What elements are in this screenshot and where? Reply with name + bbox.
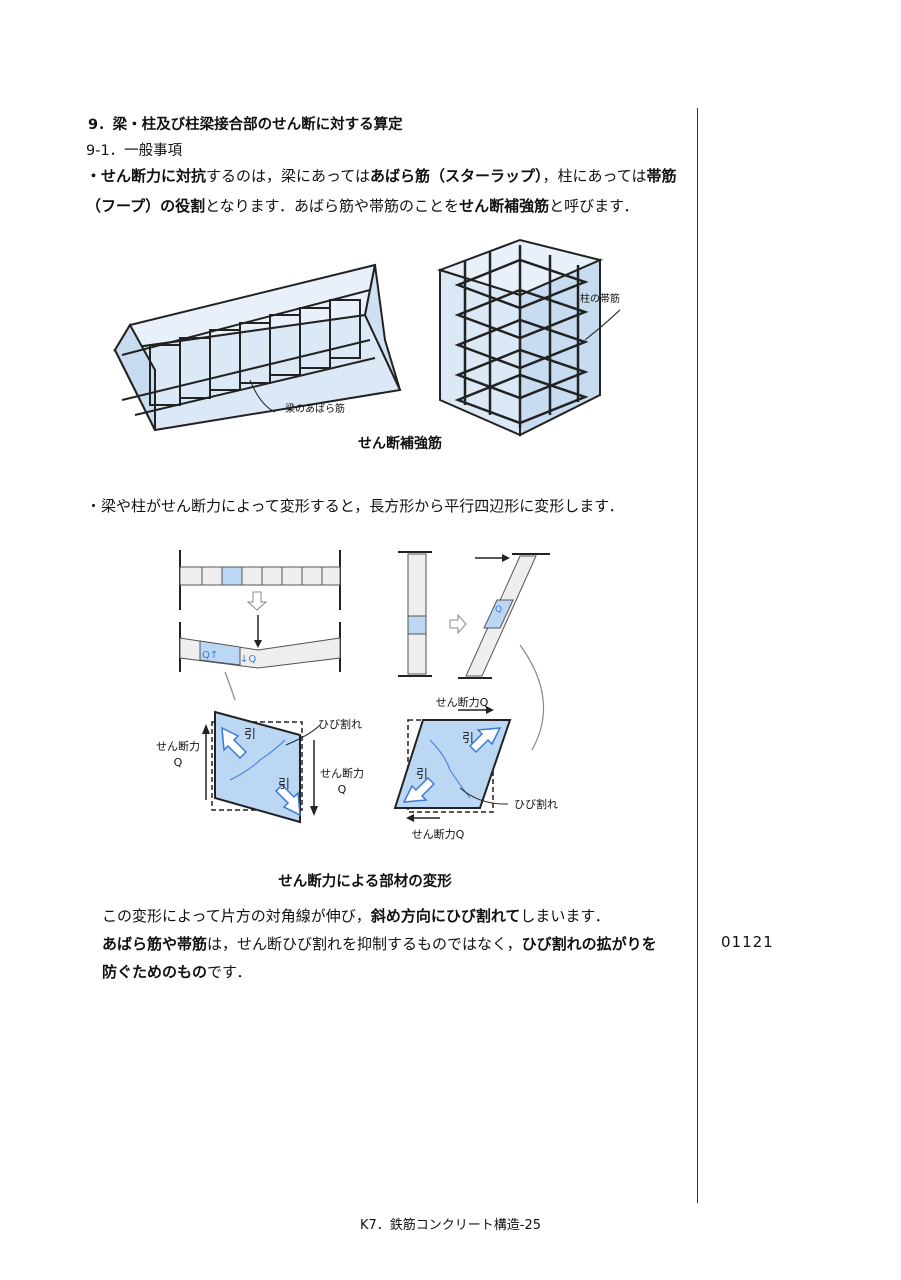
- bold-text: せん断補強筋: [459, 197, 550, 215]
- text-run: しまいます．: [520, 907, 610, 925]
- bold-text: ・: [86, 167, 102, 185]
- beam-stirrup-label: 梁のあばら筋: [285, 402, 345, 415]
- svg-text:引: 引: [244, 727, 256, 741]
- side-code: 01121: [721, 933, 774, 951]
- text-run: は，せん断ひび割れを抑制するものではなく，: [207, 935, 522, 953]
- page-footer: K7．鉄筋コンクリート構造-25: [359, 1218, 542, 1233]
- bold-text: （フープ）の役割: [86, 197, 206, 215]
- svg-text:↓Q: ↓Q: [240, 654, 256, 665]
- text-run: となります．あばら筋や帯筋のことを: [205, 197, 460, 215]
- svg-text:Q: Q: [495, 605, 502, 615]
- figure2-caption: せん断力による部材の変形: [278, 874, 452, 890]
- beam-deformed: [179, 615, 341, 672]
- svg-text:Q↑: Q↑: [202, 650, 218, 661]
- text-run: するのは，梁にあっては: [206, 167, 370, 185]
- bold-text: 斜め方向にひび割れて: [370, 907, 521, 925]
- shear-deformation-figure: Q↑ ↓Q Q せん断力 Q せん断力 Q ひび割れ 引 引: [156, 550, 558, 841]
- svg-text:ひび割れ: ひび割れ: [318, 717, 362, 731]
- svg-text:引: 引: [416, 767, 428, 781]
- bold-text: 防ぐためのもの: [102, 963, 208, 981]
- bold-text: せん断力に対抗: [101, 167, 207, 185]
- bold-text: あばら筋（スターラップ）: [369, 167, 543, 185]
- svg-text:せん断力: せん断力: [320, 766, 364, 780]
- figure1-caption: せん断補強筋: [358, 436, 442, 452]
- beam-undeformed: [179, 550, 341, 610]
- svg-text:引: 引: [462, 731, 474, 745]
- bold-text: 帯筋: [646, 167, 677, 185]
- subsection-title: 9-1．一般事項: [86, 143, 183, 159]
- shear-reinforcement-figure: 梁のあばら筋 柱の帯筋: [113, 238, 620, 437]
- para1-line2: （フープ）の役割となります．あばら筋や帯筋のことをせん断補強筋と呼びます．: [86, 192, 638, 220]
- column-deformed: [458, 553, 550, 679]
- bold-text: ひび割れの拡がりを: [521, 935, 657, 953]
- beam-illustration: [113, 263, 402, 432]
- para3-line3: 防ぐためのものです．: [102, 958, 251, 986]
- text-run: と呼びます．: [549, 197, 639, 215]
- para3-line2: あばら筋や帯筋は，せん断ひび割れを抑制するものではなく，ひび割れの拡がりを: [102, 930, 657, 958]
- para1-line1: ・せん断力に対抗するのは，梁にあってはあばら筋（スターラップ），柱にあっては帯筋: [86, 162, 676, 190]
- svg-text:引: 引: [278, 777, 290, 791]
- text-run: この変形によって片方の対角線が伸び，: [102, 907, 371, 925]
- shear-element-left: [202, 710, 321, 824]
- svg-text:Q: Q: [174, 756, 183, 769]
- text-run: です．: [207, 963, 252, 981]
- shear-element-right: [393, 706, 512, 822]
- svg-text:せん断力Q: せん断力Q: [436, 695, 489, 709]
- para2: ・梁や柱がせん断力によって変形すると，長方形から平行四辺形に変形します．: [86, 497, 624, 515]
- para3-line1: この変形によって片方の対角線が伸び，斜め方向にひび割れてしまいます．: [102, 902, 610, 930]
- column-illustration: [436, 238, 620, 437]
- column-hoop-label: 柱の帯筋: [580, 292, 620, 305]
- bold-text: あばら筋や帯筋: [102, 935, 208, 953]
- right-margin-line: [697, 108, 698, 1203]
- column-undeformed: [398, 551, 432, 677]
- svg-text:Q: Q: [338, 783, 347, 796]
- svg-text:ひび割れ: ひび割れ: [514, 797, 558, 811]
- svg-text:せん断力Q: せん断力Q: [412, 827, 465, 841]
- section-title: 9．梁・柱及び柱梁接合部のせん断に対する算定: [88, 117, 403, 133]
- text-run: ，柱にあっては: [542, 167, 647, 185]
- svg-text:せん断力: せん断力: [156, 739, 200, 753]
